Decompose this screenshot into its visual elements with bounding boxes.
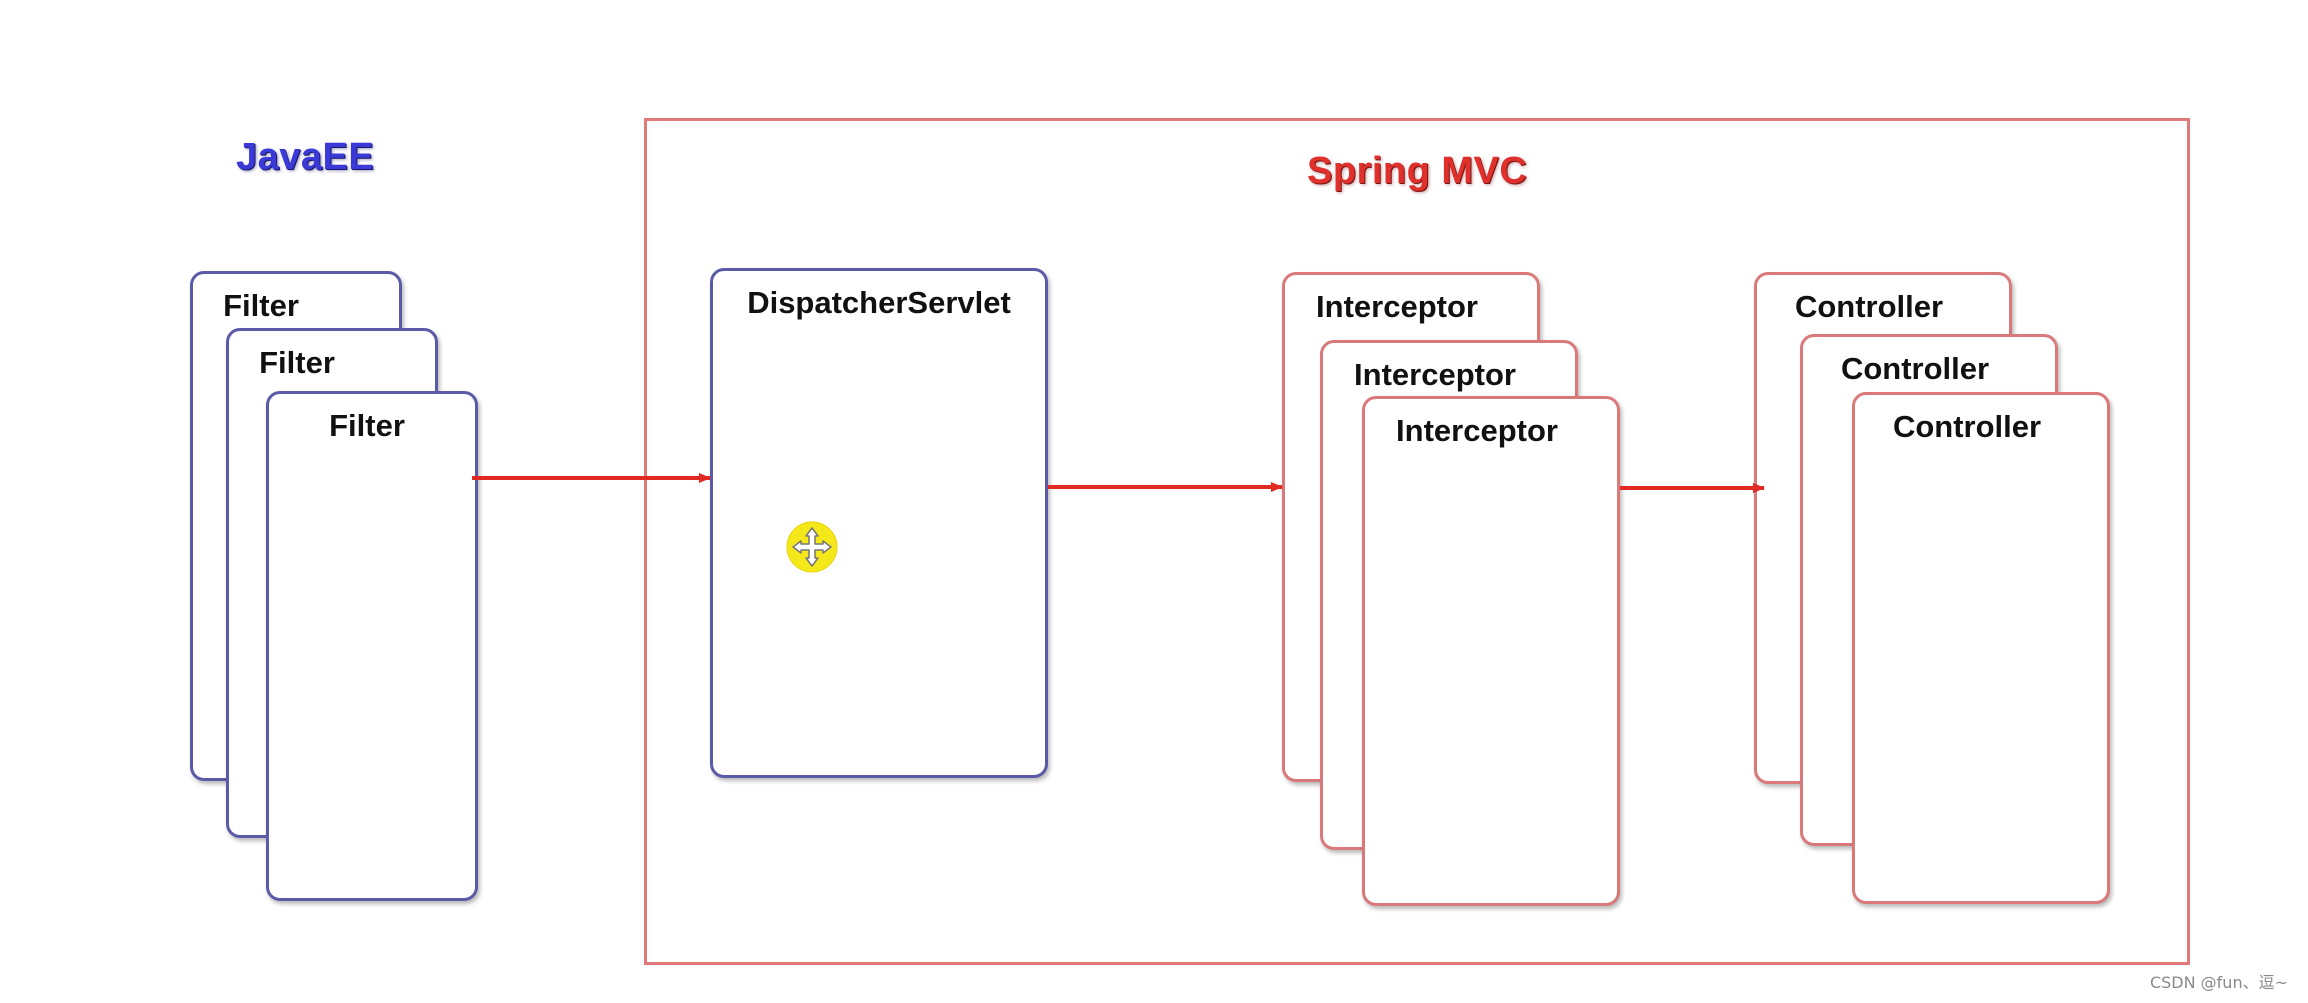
interceptor-label: Interceptor: [1316, 289, 1478, 324]
javaee-heading: JavaEE: [236, 136, 375, 178]
interceptor-label: Interceptor: [1354, 357, 1516, 392]
spring-mvc-frame: [644, 118, 2190, 965]
interceptor-label: Interceptor: [1396, 413, 1558, 448]
watermark-text: CSDN @fun、逗~: [2149, 973, 2288, 992]
spring-mvc-heading: Spring MVC: [1307, 150, 1528, 192]
dispatcher-servlet-label: DispatcherServlet: [747, 285, 1011, 320]
dispatcher-servlet-box: DispatcherServlet: [710, 268, 1048, 778]
filter-label: Filter: [329, 408, 405, 443]
filter-box-3: Filter: [266, 391, 478, 901]
controller-label: Controller: [1840, 351, 1990, 386]
move-cursor-icon: [786, 521, 838, 573]
filter-label: Filter: [223, 288, 299, 323]
controller-label: Controller: [1794, 289, 1944, 324]
controller-box-3: Controller: [1852, 392, 2110, 904]
controller-label: Controller: [1892, 409, 2042, 444]
interceptor-box-3: Interceptor: [1362, 396, 1620, 906]
filter-label: Filter: [259, 345, 335, 380]
